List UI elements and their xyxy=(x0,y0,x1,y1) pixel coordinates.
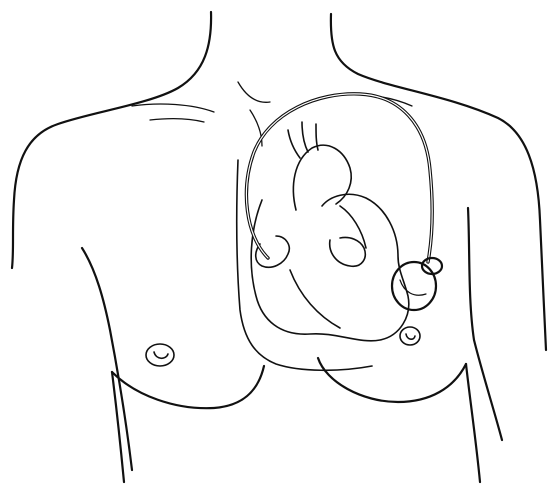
heart xyxy=(237,122,409,370)
heart-outline xyxy=(251,194,409,341)
pacemaker-lead xyxy=(246,94,432,262)
vessel-1 xyxy=(288,130,300,158)
right-arm-line xyxy=(468,208,502,440)
clavicle-lines xyxy=(132,82,412,146)
clavicle-left-2 xyxy=(150,119,204,122)
neck-right-line xyxy=(331,14,546,350)
lead-wire-inner xyxy=(246,94,432,262)
interventricular-line xyxy=(290,270,340,328)
clavicle-left xyxy=(132,104,214,112)
neck-left-line xyxy=(12,12,211,268)
right-nipple-outer xyxy=(400,327,420,345)
nipples xyxy=(146,327,420,366)
left-nipple-outer xyxy=(146,344,174,366)
right-chest-contour xyxy=(318,358,466,402)
pacemaker-lead-inner xyxy=(246,94,432,262)
torso-left-lower xyxy=(112,372,124,482)
neck-notch xyxy=(238,82,270,102)
right-nipple-inner xyxy=(406,334,415,339)
left-chest-contour xyxy=(112,366,264,408)
left-atrial-appendage xyxy=(330,237,366,266)
left-arm-line xyxy=(82,248,132,470)
lead-wire-outer xyxy=(246,94,432,262)
aortic-arch xyxy=(293,145,351,210)
torso-right-lower xyxy=(466,364,480,482)
left-nipple-inner xyxy=(154,352,168,358)
pulse-generator xyxy=(392,262,436,310)
torso-outline xyxy=(12,12,546,482)
ventricle-line xyxy=(340,206,366,248)
vessel-2 xyxy=(302,122,308,152)
